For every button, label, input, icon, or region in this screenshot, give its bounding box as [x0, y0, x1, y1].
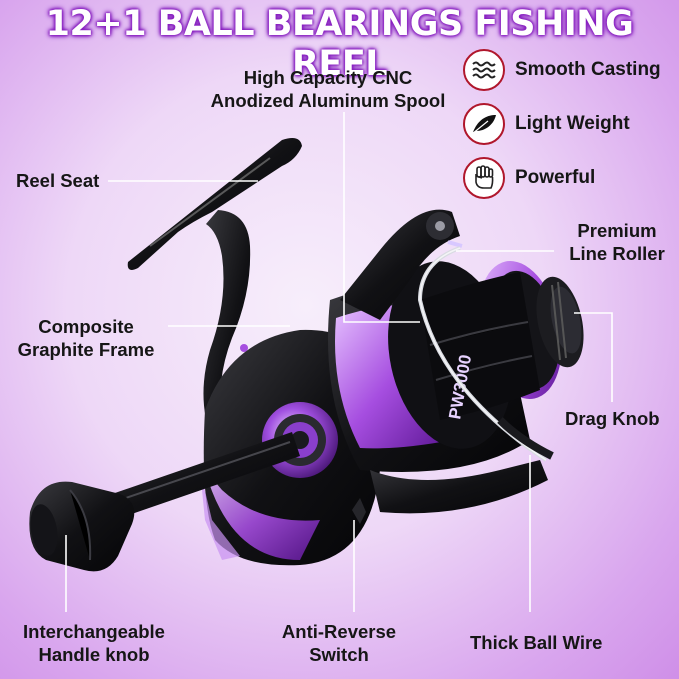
label-line-roller: Premium Line Roller: [569, 220, 665, 264]
headline: 12+1 BALL BEARINGS FISHING REEL: [45, 4, 634, 84]
label-spool: High Capacity CNC Anodized Aluminum Spoo…: [210, 67, 446, 111]
waves-icon: [463, 49, 505, 91]
label-anti-reverse: Anti-Reverse Switch: [281, 621, 397, 665]
fist-icon: [463, 157, 505, 199]
label-reel-seat: Reel Seat: [16, 170, 100, 191]
feature-light-weight: Light Weight: [515, 113, 630, 134]
label-handle-knob: Interchangeable Handle knob: [23, 621, 165, 665]
feather-icon: [463, 103, 505, 145]
label-bail-wire: Thick Ball Wire: [470, 632, 603, 653]
feature-powerful: Powerful: [515, 167, 596, 188]
feature-smooth-casting: Smooth Casting: [515, 59, 661, 80]
label-frame: Composite Graphite Frame: [17, 316, 155, 360]
label-drag-knob: Drag Knob: [565, 408, 660, 429]
